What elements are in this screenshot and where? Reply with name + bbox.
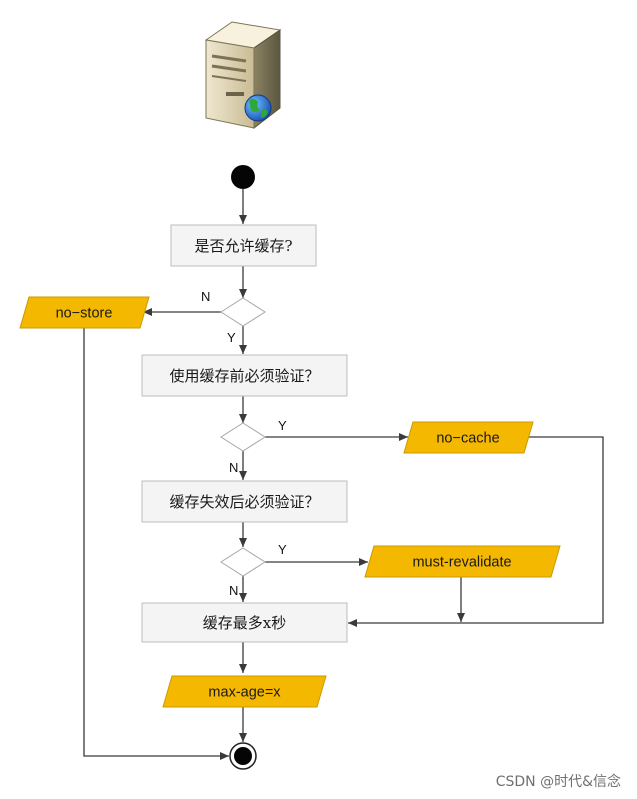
output-no-store-text: no−store [56, 306, 113, 322]
process-validate-after-expire: 缓存失效后必须验证？ [141, 480, 348, 523]
process-allow-cache: 是否允许缓存? [170, 224, 317, 267]
output-must-revalidate-text: must-revalidate [412, 555, 511, 571]
start-node [231, 165, 255, 189]
label-y-1: Y [227, 330, 236, 345]
process-allow-cache-text: 是否允许缓存? [194, 237, 292, 255]
label-y-3: Y [278, 542, 287, 557]
process-validate-before-text: 使用缓存前必须验证？ [169, 367, 319, 385]
output-no-cache: no−cache [403, 421, 534, 454]
decision-validate-after-expire [220, 547, 266, 577]
output-no-store: no−store [19, 296, 150, 329]
server-globe-icon [204, 21, 282, 130]
process-cache-max-x: 缓存最多x秒 [141, 602, 348, 643]
process-validate-after-expire-text: 缓存失效后必须验证？ [169, 493, 319, 511]
output-no-cache-text: no−cache [436, 431, 499, 447]
label-n-3: N [229, 583, 238, 598]
end-node [229, 742, 257, 770]
label-y-2: Y [278, 418, 287, 433]
process-cache-max-x-text: 缓存最多x秒 [203, 614, 286, 632]
output-must-revalidate: must-revalidate [364, 545, 561, 578]
label-n-2: N [229, 460, 238, 475]
output-max-age: max-age=x [162, 675, 327, 708]
process-validate-before: 使用缓存前必须验证？ [141, 354, 348, 397]
output-max-age-text: max-age=x [208, 685, 281, 701]
watermark: CSDN @时代&信念 [496, 773, 621, 790]
label-n-1: N [201, 289, 210, 304]
decision-validate-before [220, 422, 266, 452]
decision-allow-cache [220, 297, 266, 327]
connectors [83, 189, 604, 760]
